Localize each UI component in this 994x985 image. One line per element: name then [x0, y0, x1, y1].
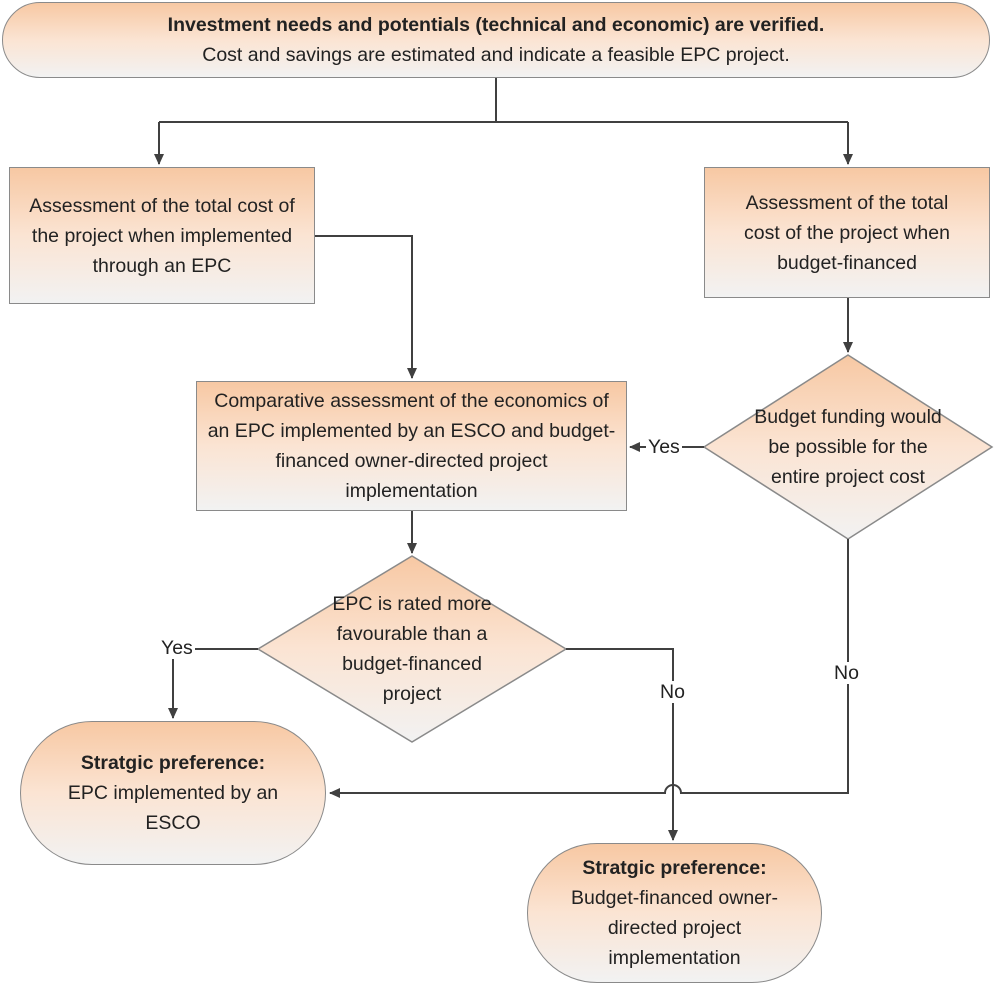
edge-epc-cost-to-comparative [315, 235, 417, 379]
epc-yes-label: Yes [159, 637, 195, 659]
edge-epc-no [566, 648, 678, 841]
preference-esco-title: Stratgic preference: [80, 752, 266, 774]
start-line-1: Investment needs and potentials (technic… [167, 14, 825, 36]
budget-cost-assessment-box: Assessment of the total cost of the proj… [704, 167, 990, 298]
edge-budget-no [329, 539, 849, 798]
edge-epc-yes [168, 648, 258, 719]
comparative-assessment-box: Comparative assessment of the economics … [196, 381, 627, 511]
budget-no-label: No [832, 662, 861, 684]
budget-cost-assessment-text: Assessment of the total cost of the proj… [744, 191, 950, 274]
epc-cost-assessment-box: Assessment of the total cost of the proj… [9, 167, 315, 304]
start-line-2: Cost and savings are estimated and indic… [202, 44, 790, 66]
epc-decision-text: EPC is rated more favourable than a budg… [332, 593, 492, 705]
epc-no-label: No [658, 681, 687, 703]
budget-decision-text: Budget funding would be possible for the… [754, 406, 942, 488]
comparative-assessment-text: Comparative assessment of the economics … [207, 390, 616, 502]
epc-decision-diamond [256, 555, 568, 743]
preference-budget-title: Stratgic preference: [582, 857, 767, 879]
epc-cost-assessment-text: Assessment of the total cost of the proj… [29, 194, 295, 277]
budget-yes-label: Yes [646, 436, 682, 458]
preference-budget-node: Stratgic preference: Budget-financed own… [527, 843, 822, 983]
preference-budget-text: Budget-financed owner-directed project i… [570, 887, 779, 969]
start-node: Investment needs and potentials (technic… [2, 2, 990, 78]
preference-esco-text: EPC implemented by an ESCO [67, 782, 279, 834]
preference-esco-node: Stratgic preference: EPC implemented by … [20, 721, 326, 865]
